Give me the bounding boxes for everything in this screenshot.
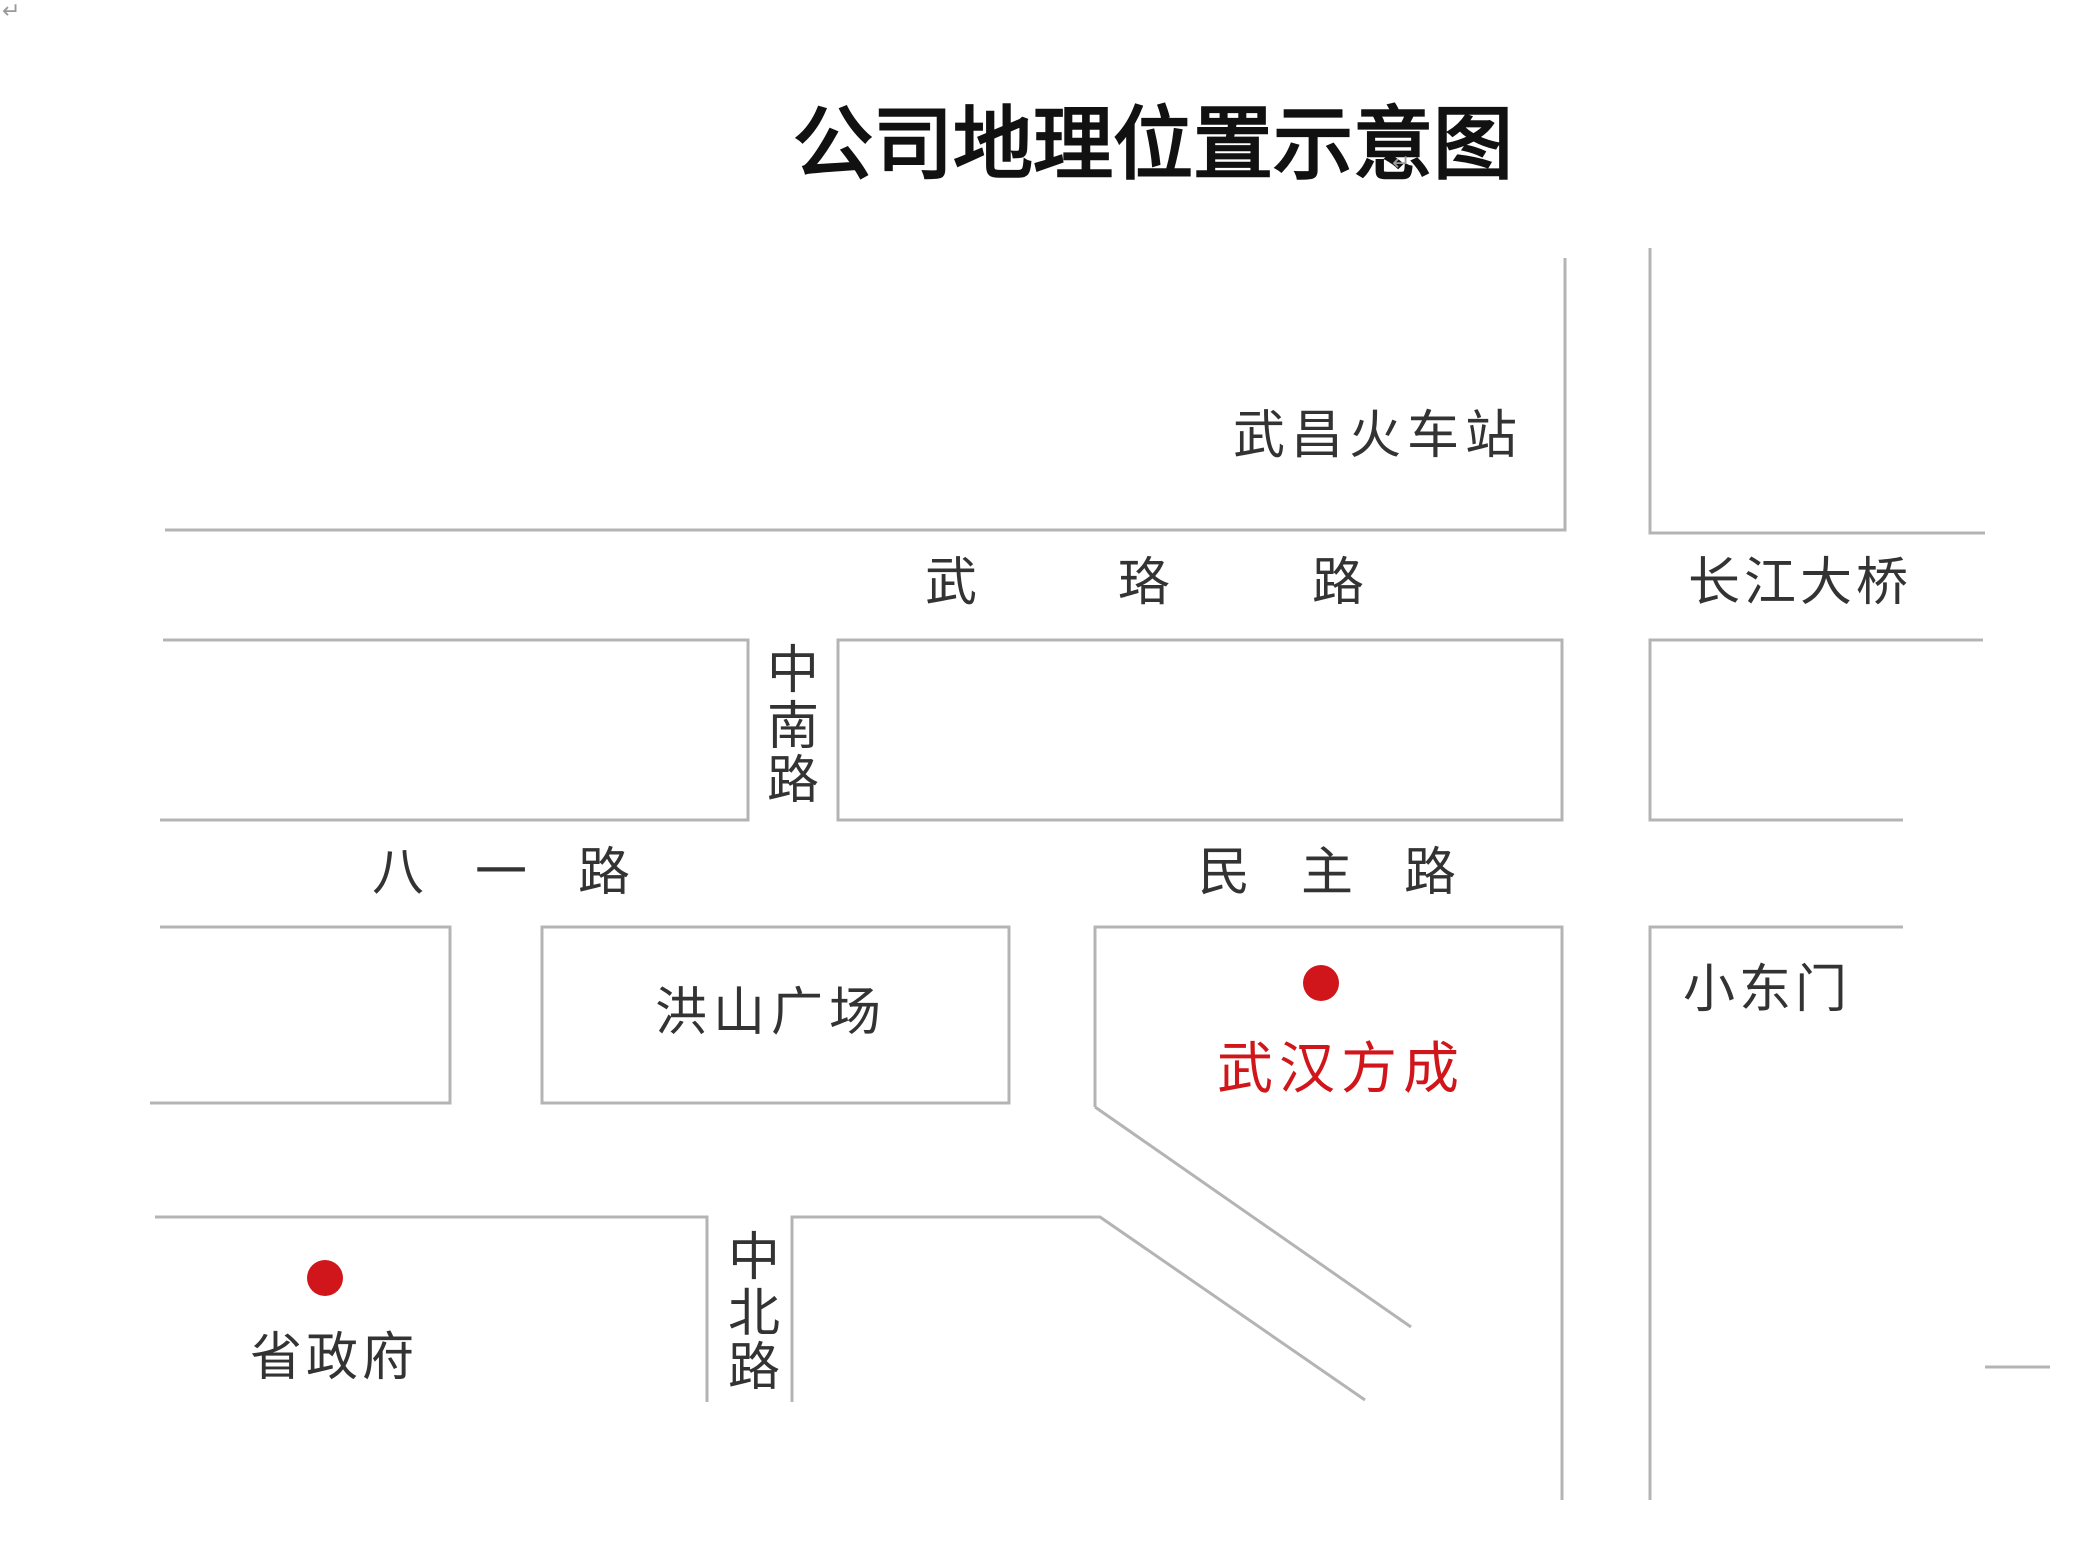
- block-hongshan-square: [540, 925, 1011, 1105]
- paragraph-mark-icon: ↵: [1392, 151, 1410, 176]
- label-zhongnan-road-2: 南: [767, 697, 819, 757]
- block-middle-center: [836, 638, 1564, 822]
- label-minzhu-road-2: 主: [1301, 843, 1353, 903]
- label-minzhu-road-3: 路: [1404, 843, 1456, 903]
- label-hongshan-square: 洪山广场: [655, 983, 887, 1043]
- block-top-left: [165, 258, 1567, 532]
- label-xiaodongmen: 小东门: [1683, 960, 1851, 1020]
- road-network: [150, 248, 2050, 1500]
- label-bayi-road-2: 一: [475, 843, 527, 903]
- label-zhongbei-road-3: 路: [728, 1338, 780, 1398]
- label-zhongnan-road-3: 路: [767, 751, 819, 811]
- label-yangtze-bridge: 长江大桥: [1688, 553, 1912, 613]
- block-bottom-left: [155, 1215, 709, 1402]
- label-wuluo-road-1: 武: [925, 553, 977, 613]
- map-title: 公司地理位置示意图: [793, 97, 1513, 191]
- block-xiaodongmen: [1648, 925, 1903, 1500]
- label-wuhan-fangcheng: 武汉方成: [1217, 1037, 1465, 1102]
- label-bayi-road-1: 八: [372, 843, 424, 903]
- label-minzhu-road-1: 民: [1198, 843, 1250, 903]
- location-dot-icon: [307, 1260, 343, 1296]
- block-fangcheng: [1093, 925, 1564, 1500]
- paragraph-mark-icon: ↵: [2, 0, 20, 24]
- block-lower-left: [150, 925, 452, 1105]
- label-wuluo-road-2: 珞: [1118, 553, 1170, 613]
- block-middle-left: [160, 638, 750, 822]
- location-dot-icon: [1303, 965, 1339, 1001]
- label-province-gov: 省政府: [250, 1328, 418, 1388]
- diagonal-road-upper: [1094, 1105, 1412, 1329]
- label-zhongbei-road-1: 中: [728, 1228, 780, 1288]
- label-zhongnan-road-1: 中: [767, 641, 819, 701]
- block-bottom-center: [790, 1215, 1366, 1402]
- block-top-right: [1648, 248, 1985, 535]
- label-bayi-road-3: 路: [578, 843, 630, 903]
- label-zhongbei-road-2: 北: [728, 1284, 780, 1344]
- block-middle-right: [1648, 638, 1983, 822]
- label-wuchang-station: 武昌火车站: [1233, 406, 1523, 466]
- label-wuluo-road-3: 路: [1312, 553, 1364, 613]
